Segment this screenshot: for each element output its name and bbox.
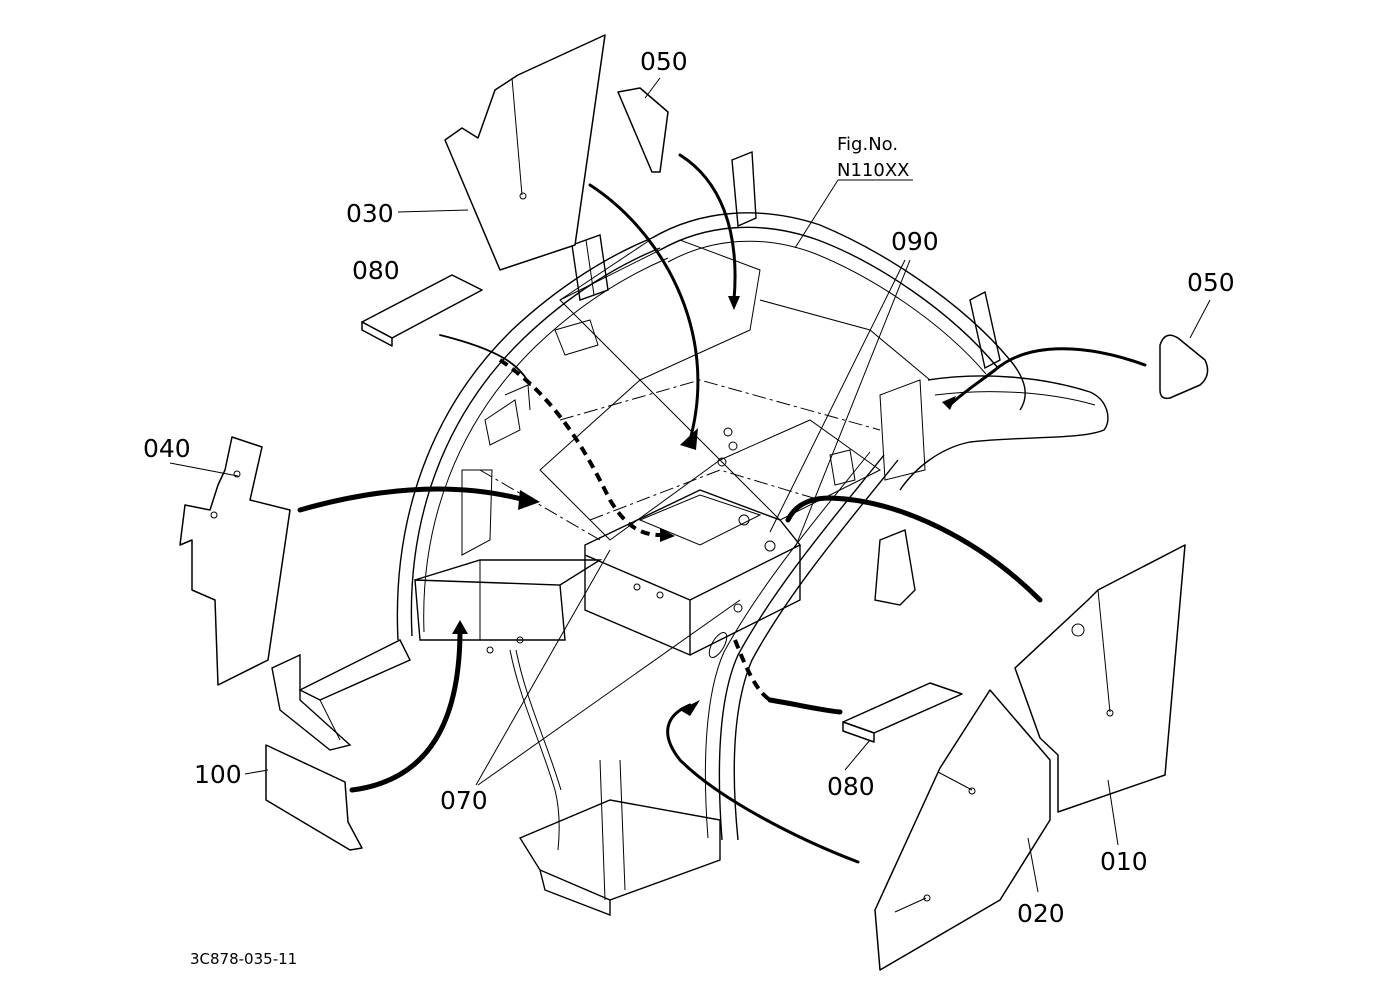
assembly-arrows (297, 153, 1147, 864)
part-080-pad-left (361, 274, 483, 347)
callout-040: 040 (143, 434, 191, 463)
callout-100: 100 (194, 760, 242, 789)
leader-lines (169, 77, 1211, 893)
part-050-wedge-top (617, 87, 669, 173)
part-050-wedge-right (1159, 334, 1209, 400)
callout-020: 020 (1017, 899, 1065, 928)
part-040-panel (179, 436, 291, 686)
part-020-panel (874, 689, 1051, 971)
drawing-code: 3C878-035-11 (190, 950, 297, 968)
callout-010: 010 (1100, 847, 1148, 876)
part-100-panel (265, 744, 363, 851)
callout-080-right: 080 (827, 772, 875, 801)
cabin-frame (271, 150, 1109, 917)
part-010-panel (1014, 544, 1186, 813)
callout-050-top: 050 (640, 47, 688, 76)
callout-090: 090 (891, 227, 939, 256)
callout-050-right: 050 (1187, 268, 1235, 297)
part-080-pad-right (842, 682, 963, 743)
fig-no-label: Fig.No. (837, 134, 898, 155)
callout-070: 070 (440, 786, 488, 815)
callout-030: 030 (346, 199, 394, 228)
callout-080-left: 080 (352, 256, 400, 285)
fig-no-value: N110XX (837, 160, 909, 181)
part-030-panel (444, 34, 606, 271)
callout-labels: 030 050 080 090 050 040 100 070 080 020 … (143, 47, 1235, 968)
